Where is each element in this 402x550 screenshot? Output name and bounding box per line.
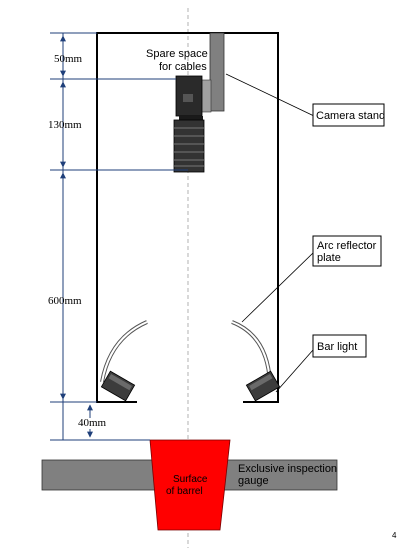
spare-space-label-line2: for cables — [159, 61, 207, 73]
bar-light-label: Bar light — [317, 341, 357, 353]
page-number: 4 — [392, 531, 397, 540]
dimension-label-50: 50mm — [54, 53, 83, 65]
bar-light-left — [100, 370, 136, 402]
camera-icon — [173, 75, 205, 173]
dimension-label-600: 600mm — [48, 295, 82, 307]
bar-light-right — [245, 370, 281, 402]
camera-stand-bracket — [200, 79, 212, 113]
dimension-label-40: 40mm — [78, 417, 107, 429]
arc-reflector-label: Arc reflector — [317, 240, 377, 252]
camera-stand-leader — [225, 73, 315, 117]
camera-stand — [209, 32, 225, 112]
gauge-label: Exclusive inspection — [238, 463, 337, 475]
arc-reflector-callout-box — [312, 235, 382, 267]
barrel-surface-label-line2: of barrel — [166, 486, 203, 497]
camera-stand-label: Camera stand — [316, 110, 385, 122]
bar-light-callout-box — [312, 334, 367, 358]
arc-reflector-label-line2: plate — [317, 252, 341, 264]
bar-light-leader — [275, 349, 314, 393]
arc-reflector-leader — [241, 252, 314, 323]
dimension-label-130: 130mm — [48, 119, 82, 131]
barrel — [149, 439, 231, 531]
spare-space-label: Spare space — [146, 48, 208, 60]
barrel-surface-label: Surface — [173, 474, 208, 485]
arc-reflector-left-inner — [101, 321, 148, 383]
arc-reflector-left — [100, 320, 148, 383]
gauge-label-line2: gauge — [238, 475, 269, 487]
camera-stand-callout-box — [312, 103, 385, 127]
